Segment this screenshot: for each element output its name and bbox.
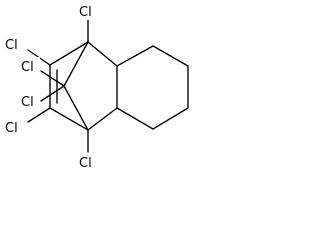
bond-c4-c7 xyxy=(63,85,89,131)
atom-cl-lower-left: Cl xyxy=(4,118,24,136)
atom-cl-bridge-a: Cl xyxy=(20,57,40,75)
bond-layer xyxy=(27,19,189,153)
bond-c4-c4a xyxy=(87,107,118,131)
bond-c7-cl-b xyxy=(40,85,65,102)
atom-label-layer: Cl Cl Cl Cl Cl Cl xyxy=(4,2,98,171)
bond-c7-cl-a xyxy=(40,70,65,87)
atom-label: Cl xyxy=(5,121,18,136)
bond-c3-c4 xyxy=(49,107,89,131)
bond-c1-c7 xyxy=(63,41,89,87)
bond-c5-c4a xyxy=(116,107,154,130)
atom-cl-upper-left: Cl xyxy=(4,35,24,53)
bond-c1-c8a xyxy=(87,41,118,67)
bond-c1-c2 xyxy=(49,41,89,66)
atom-cl-top: Cl xyxy=(78,2,98,20)
atom-cl-bottom: Cl xyxy=(78,153,98,171)
atom-label: Cl xyxy=(79,156,92,171)
atom-label: Cl xyxy=(21,95,34,110)
bond-c6-c5 xyxy=(152,107,189,130)
bond-c8a-c8 xyxy=(116,45,154,67)
bond-c3-cl xyxy=(27,107,51,123)
atom-cl-bridge-b: Cl xyxy=(20,92,40,110)
bond-c8-c7r xyxy=(152,45,189,67)
atom-label: Cl xyxy=(21,60,34,75)
atom-label: Cl xyxy=(79,5,92,20)
chemical-structure: Cl Cl Cl Cl Cl Cl xyxy=(4,2,189,171)
atom-label: Cl xyxy=(5,38,18,53)
